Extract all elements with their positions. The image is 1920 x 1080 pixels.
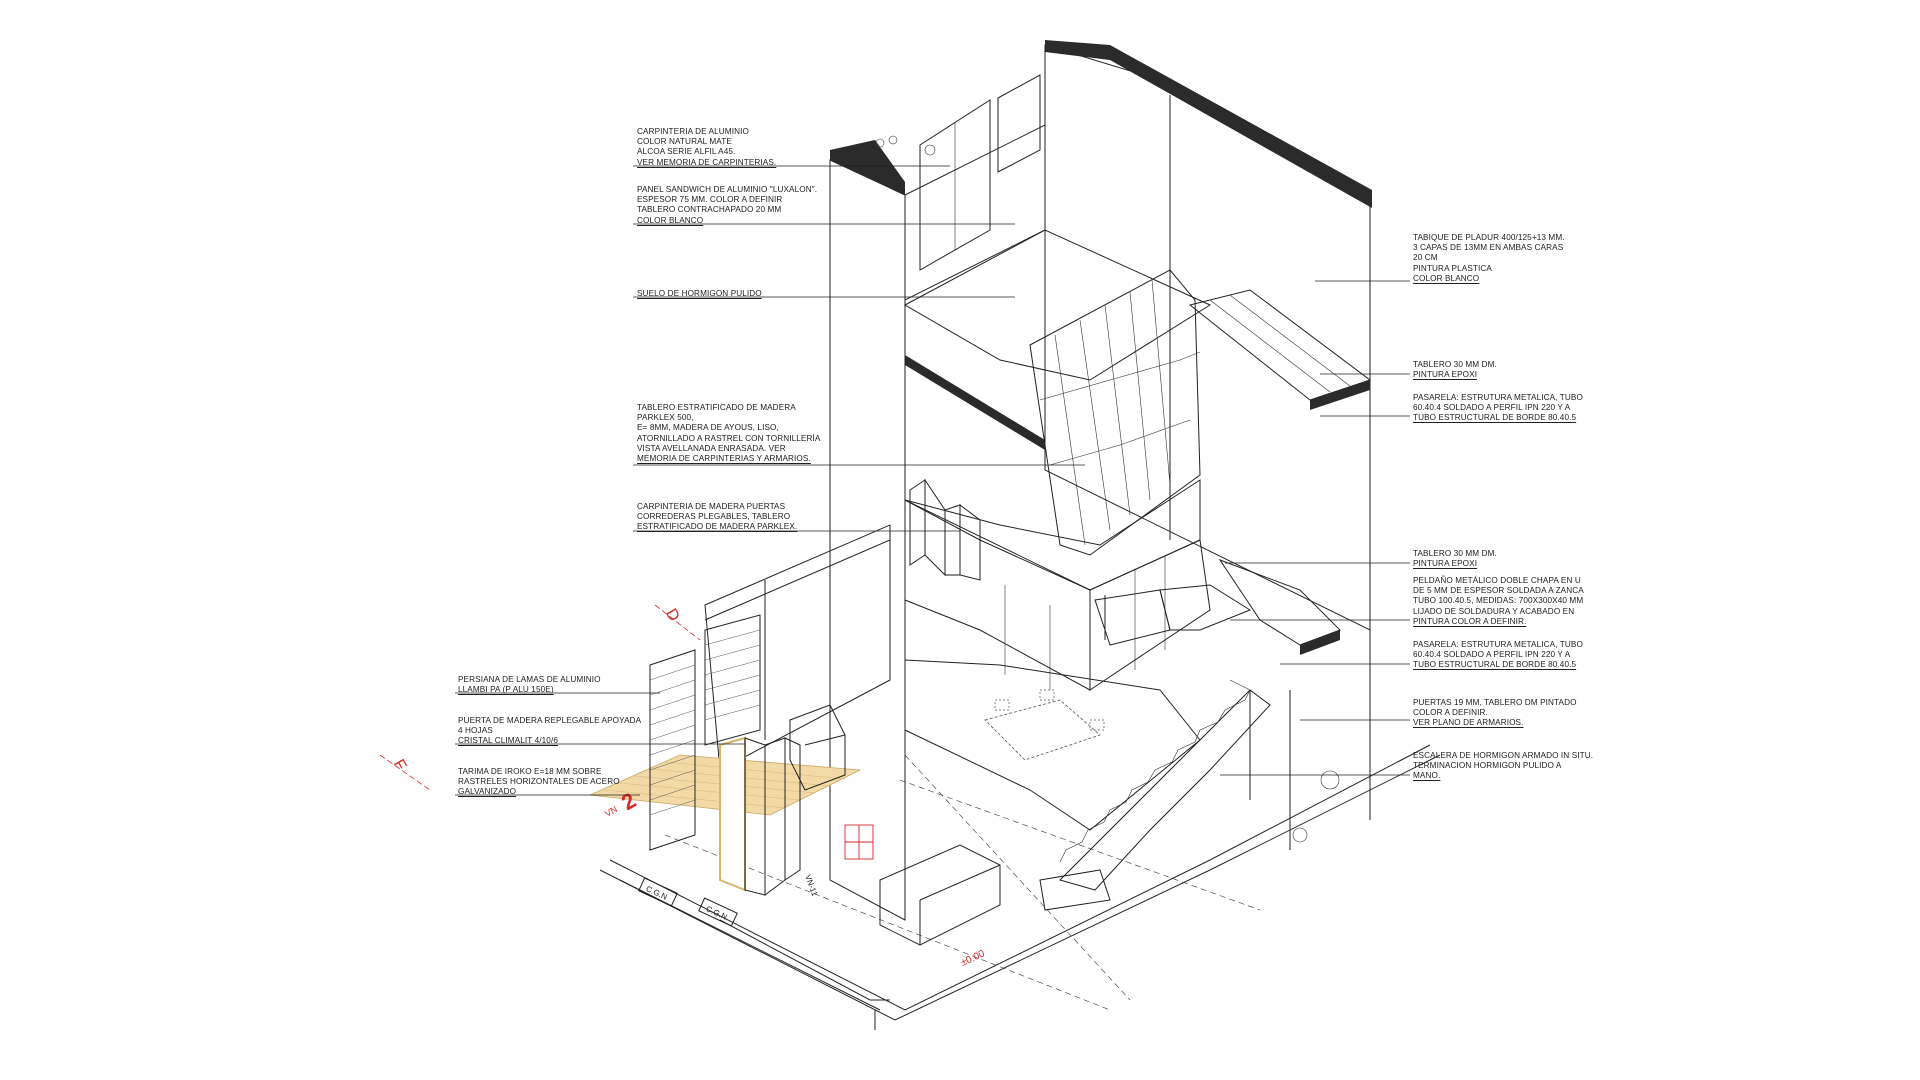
folding-doors — [909, 478, 981, 581]
aluminium-shutters — [649, 614, 761, 851]
note-metal-step: PELDAÑO METÁLICO DOBLE CHAPA EN U DE 5 m… — [1413, 576, 1584, 626]
note-walkway-lower: PASARELA: ESTRUTURA METALICA, TUBO 60.40… — [1413, 640, 1583, 670]
note-pladur-partition: TABIQUE DE PLADUR 400/125+13 mm. 3 CAPAS… — [1413, 233, 1565, 283]
back-wall — [1044, 44, 1371, 631]
note-folding-wood-door: PUERTA DE MADERA REPLEGABLE APOYADA 4 HO… — [458, 716, 642, 746]
section-mark-d: D — [662, 606, 683, 625]
house-volume — [588, 40, 1441, 1030]
note-aluminium-carpentry: CARPINTERIA DE ALUMINIO COLOR NATURAL MA… — [637, 127, 777, 167]
concrete-staircase — [1039, 679, 1271, 911]
view-ref-prefix: VN — [603, 804, 619, 819]
note-dm-board-upper: TABLERO 30 mm DM. PINTURA EPOXI — [1413, 360, 1497, 380]
note-wooden-folding-doors: CARPINTERIA DE MADERA PUERTAS CORREDERAS… — [637, 502, 798, 532]
interior-cupboards — [904, 479, 1211, 691]
leader-lines-left — [455, 165, 1085, 796]
section-mark-f: F — [390, 757, 410, 774]
upper-concrete-floor — [903, 229, 1212, 381]
cgn-tag-2 — [698, 897, 738, 927]
cgn-tag-1 — [638, 877, 678, 907]
level-mark: ±0.00 — [959, 948, 987, 969]
sofa — [879, 844, 1001, 946]
note-sandwich-panel: PANEL SANDWICH DE ALUMINIO "LUXALON". ES… — [637, 185, 818, 225]
center-tag — [844, 824, 874, 860]
metal-steps — [1094, 558, 1341, 655]
note-walkway-upper: PASARELA: ESTRUTURA METALICA, TUBO 60.40… — [1413, 393, 1583, 423]
timber-panels — [1029, 269, 1201, 556]
note-concrete-staircase: ESCALERA DE HORMIGON ARMADO IN SITU. TER… — [1413, 751, 1594, 781]
note-concrete-floor: SUELO DE HORMIGON PULIDO — [637, 289, 762, 298]
note-dm-board-lower: TABLERO 30 mm DM. PINTURA EPOXI — [1413, 549, 1497, 569]
upper-walkway — [1188, 289, 1372, 410]
window-tag: VN-11 — [803, 873, 819, 897]
leader-lines-right — [1220, 280, 1410, 776]
note-iroko-deck: TARIMA DE IROKO e=18 mm SOBRE RASTRELES … — [458, 767, 620, 797]
roof-dark-edge — [1045, 40, 1372, 208]
left-wall — [829, 159, 906, 921]
dining-table — [984, 689, 1105, 761]
note-parklex-panel: TABLERO ESTRATIFICADO DE MADERA PARKLEX … — [637, 403, 821, 464]
armchair — [789, 704, 846, 791]
note-dm-doors: PUERTAS 19 mm, TABLERO DM PINTADO COLOR … — [1413, 698, 1577, 728]
note-aluminium-shutter: PERSIANA DE LAMAS DE ALUMINIO LLAMBI PA … — [458, 675, 601, 695]
left-wall-top-dark — [830, 140, 905, 195]
base-outline — [609, 744, 1431, 1011]
ground-floor-slab — [904, 659, 1201, 831]
left-glazed-facade — [704, 524, 891, 771]
folding-glass-door — [719, 736, 801, 896]
